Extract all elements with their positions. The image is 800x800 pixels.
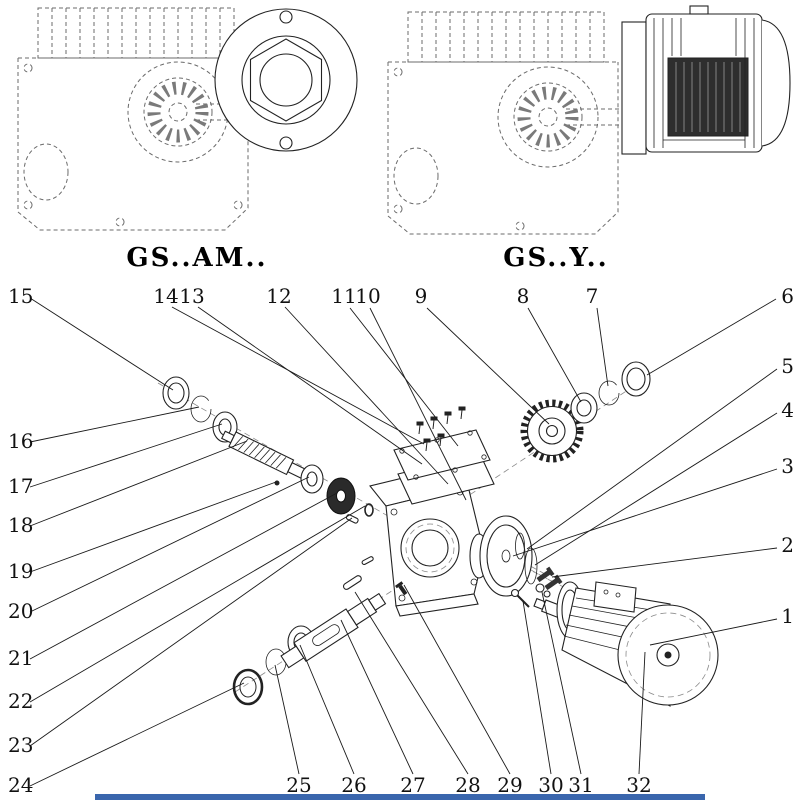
gear-teeth-pattern xyxy=(147,81,209,143)
callout-29: 29 xyxy=(497,773,522,797)
callout-17: 17 xyxy=(8,474,33,498)
part-20-bearing xyxy=(300,464,324,494)
part-8-bearing xyxy=(570,392,598,424)
part-11-cover-bolts xyxy=(416,406,466,452)
part-32-motor xyxy=(533,581,719,707)
variant-label-gs-y: GS..Y.. xyxy=(503,243,608,273)
part-4-shim xyxy=(524,547,538,585)
output-flange-drawing xyxy=(214,8,358,152)
part-13-cover-plate xyxy=(393,429,491,481)
callout-22: 22 xyxy=(8,689,33,713)
leader-lines xyxy=(29,297,778,787)
callout-5: 5 xyxy=(781,354,794,378)
callout-28: 28 xyxy=(455,773,480,797)
part-3-output-cover xyxy=(479,515,533,597)
callout-4: 4 xyxy=(781,398,794,422)
gear-teeth-pattern xyxy=(517,86,579,148)
part-30-screw xyxy=(510,588,530,608)
gearbox-gsy-drawing xyxy=(387,5,791,235)
callout-31: 31 xyxy=(568,773,593,797)
callout-6: 6 xyxy=(781,284,794,308)
callout-10: 10 xyxy=(355,284,380,308)
callout-3: 3 xyxy=(781,454,794,478)
callout-27: 27 xyxy=(400,773,425,797)
part-28-key xyxy=(342,575,362,590)
part-21-worm-wheel xyxy=(326,477,356,515)
callout-26: 26 xyxy=(341,773,366,797)
variant-label-gs-am: GS..AM.. xyxy=(126,243,267,273)
part-22-o-ring xyxy=(364,503,374,517)
part-19-pin xyxy=(274,480,280,486)
part-24-oil-seal xyxy=(232,668,264,706)
callout-2: 2 xyxy=(781,533,794,557)
part-2-bolts xyxy=(536,566,563,591)
part-29-bolt xyxy=(395,581,408,596)
callout-1: 1 xyxy=(781,604,794,628)
part-15-oil-seal xyxy=(162,376,190,410)
callout-11: 11 xyxy=(331,284,356,308)
callout-18: 18 xyxy=(8,513,33,537)
part-5-shim xyxy=(515,532,525,560)
callout-12: 12 xyxy=(266,284,291,308)
part-31-washers xyxy=(535,583,551,598)
callout-15: 15 xyxy=(8,284,33,308)
callout-16: 16 xyxy=(8,429,33,453)
callout-32: 32 xyxy=(626,773,651,797)
footer-accent-strip xyxy=(95,794,705,800)
gearbox-gsam-drawing xyxy=(17,7,358,231)
exploded-view xyxy=(157,361,719,707)
part-7-circlip xyxy=(598,380,620,406)
part-23-key xyxy=(345,514,359,524)
callout-30: 30 xyxy=(538,773,563,797)
part-unlabeled-pin xyxy=(361,556,374,566)
callout-8: 8 xyxy=(517,284,530,308)
callout-13: 13 xyxy=(179,284,204,308)
callout-24: 24 xyxy=(8,773,33,797)
part-16-circlip xyxy=(190,395,212,423)
part-6-oil-seal xyxy=(621,361,651,397)
part-9-gear xyxy=(520,399,584,463)
callout-20: 20 xyxy=(8,599,33,623)
callout-25: 25 xyxy=(286,773,311,797)
motor-gsy-drawing xyxy=(621,5,791,155)
callout-21: 21 xyxy=(8,646,33,670)
callout-7: 7 xyxy=(586,284,599,308)
callout-23: 23 xyxy=(8,733,33,757)
callout-9: 9 xyxy=(415,284,428,308)
callout-19: 19 xyxy=(8,559,33,583)
callout-14: 14 xyxy=(153,284,178,308)
